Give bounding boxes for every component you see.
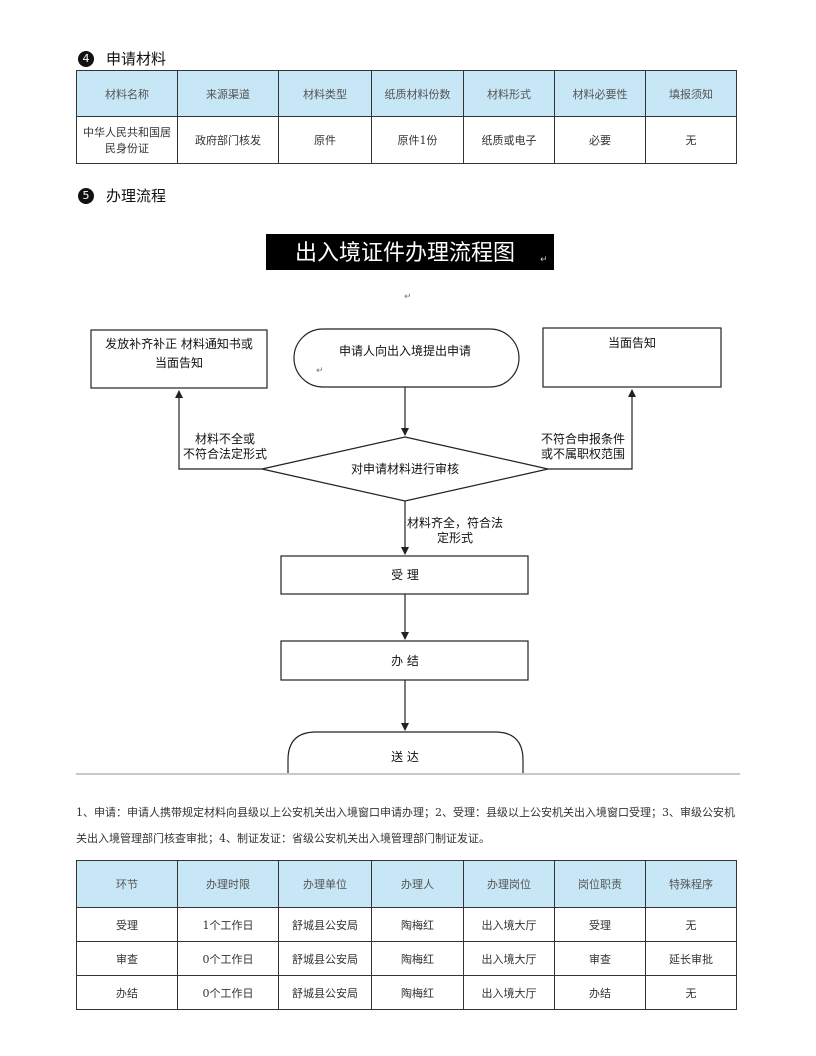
table-cell: 陶梅红 xyxy=(371,975,464,1010)
table-cell: 舒城县公安局 xyxy=(278,941,372,976)
section-title: 申请材料 xyxy=(106,50,167,68)
table-cell: 无 xyxy=(645,116,737,164)
branch-label-incomplete: 材料不全或 xyxy=(195,431,255,446)
table-cell: 0个工作日 xyxy=(177,941,279,976)
materials-table: 材料名称 来源渠道 材料类型 纸质材料份数 材料形式 材料必要性 填报须知 中华… xyxy=(76,70,737,164)
column-header: 材料必要性 xyxy=(554,70,646,117)
table-cell: 出入境大厅 xyxy=(463,975,555,1010)
section-heading-process: 5 办理流程 xyxy=(78,185,166,206)
table-cell: 舒城县公安局 xyxy=(278,907,372,942)
table-cell: 办结 xyxy=(554,975,646,1010)
table-cell: 纸质或电子 xyxy=(463,116,555,164)
column-header: 纸质材料份数 xyxy=(371,70,464,117)
start-terminator-text: 申请人向出入境提出申请 xyxy=(339,343,471,358)
step-accept-box xyxy=(280,555,529,595)
table-cell: 延长审批 xyxy=(645,941,737,976)
notice-box-text: 发放补齐补正 材料通知书或 xyxy=(105,336,253,351)
column-header: 办理岗位 xyxy=(463,860,555,908)
table-row: 受理 1个工作日 舒城县公安局 陶梅红 出入境大厅 受理 无 xyxy=(76,907,737,942)
table-cell: 出入境大厅 xyxy=(463,941,555,976)
table-cell: 审查 xyxy=(76,941,178,976)
start-terminator xyxy=(293,328,520,388)
step-deliver-text: 送 达 xyxy=(391,749,419,764)
table-cell: 舒城县公安局 xyxy=(278,975,372,1010)
table-row: 办结 0个工作日 舒城县公安局 陶梅红 出入境大厅 办结 无 xyxy=(76,975,737,1010)
table-cell: 必要 xyxy=(554,116,646,164)
column-header: 材料名称 xyxy=(76,70,178,117)
connector-arrow xyxy=(548,389,636,470)
table-cell: 原件1份 xyxy=(371,116,464,164)
table-cell: 受理 xyxy=(76,907,178,942)
column-header: 办理人 xyxy=(371,860,464,908)
flowchart-title: 出入境证件办理流程图 xyxy=(295,241,515,266)
process-description: 1、申请：申请人携带规定材料向县级以上公安机关出入境窗口申请办理；2、受理：县级… xyxy=(76,806,735,845)
column-header: 环节 xyxy=(76,860,178,908)
branch-label-ineligible: 不符合申报条件 xyxy=(541,431,625,446)
branch-label-incomplete: 不符合法定形式 xyxy=(183,446,267,461)
table-cell: 原件 xyxy=(278,116,372,164)
table-cell: 陶梅红 xyxy=(371,941,464,976)
table-cell: 中华人民共和国居民身份证 xyxy=(76,116,178,164)
table-cell: 受理 xyxy=(554,907,646,942)
column-header: 来源渠道 xyxy=(177,70,279,117)
table-cell: 1个工作日 xyxy=(177,907,279,942)
flowchart-title-banner xyxy=(266,234,554,270)
column-header: 特殊程序 xyxy=(645,860,737,908)
table-row: 审查 0个工作日 舒城县公安局 陶梅红 出入境大厅 审查 延长审批 xyxy=(76,941,737,976)
column-header: 材料形式 xyxy=(463,70,555,117)
branch-label-ineligible: 或不属职权范围 xyxy=(541,447,625,461)
table-header-row: 环节 办理时限 办理单位 办理人 办理岗位 岗位职责 特殊程序 xyxy=(76,860,737,908)
column-header: 岗位职责 xyxy=(554,860,646,908)
table-cell: 政府部门核发 xyxy=(177,116,279,164)
table-cell: 陶梅红 xyxy=(371,907,464,942)
table-cell: 无 xyxy=(645,907,737,942)
table-row: 中华人民共和国居民身份证 政府部门核发 原件 原件1份 纸质或电子 必要 无 xyxy=(76,116,737,164)
step-deliver-terminator xyxy=(287,731,524,773)
column-header: 办理单位 xyxy=(278,860,372,908)
step-conclude-text: 办 结 xyxy=(391,653,419,668)
branch-label-pass: 定形式 xyxy=(437,530,473,545)
column-header: 材料类型 xyxy=(278,70,372,117)
paragraph-mark: ↵ xyxy=(316,366,324,376)
section-number-badge: 4 xyxy=(78,50,94,67)
immediate-notice-text: 当面告知 xyxy=(608,336,656,350)
section-title: 办理流程 xyxy=(106,187,167,205)
page-divider xyxy=(76,773,740,775)
column-header: 填报须知 xyxy=(645,70,737,117)
notice-box xyxy=(90,329,268,389)
paragraph-mark: ↵ xyxy=(540,255,548,265)
connector-arrow xyxy=(175,390,262,470)
table-header-row: 材料名称 来源渠道 材料类型 纸质材料份数 材料形式 材料必要性 填报须知 xyxy=(76,70,737,117)
table-cell: 审查 xyxy=(554,941,646,976)
table-cell: 出入境大厅 xyxy=(463,907,555,942)
section-number-badge: 5 xyxy=(78,187,94,204)
branch-label-pass: 材料齐全，符合法 xyxy=(407,515,503,530)
process-table: 环节 办理时限 办理单位 办理人 办理岗位 岗位职责 特殊程序 受理 1个工作日… xyxy=(76,860,737,1010)
notice-box-text: 当面告知 xyxy=(155,356,203,370)
table-cell: 0个工作日 xyxy=(177,975,279,1010)
column-header: 办理时限 xyxy=(177,860,279,908)
paragraph-mark: ↵ xyxy=(404,292,412,302)
section-heading-materials: 4 申请材料 xyxy=(78,48,166,69)
immediate-notice-box xyxy=(542,327,722,388)
step-conclude-box xyxy=(280,640,529,681)
review-diamond-text: 对申请材料进行审核 xyxy=(351,461,459,476)
table-cell: 办结 xyxy=(76,975,178,1010)
table-cell: 无 xyxy=(645,975,737,1010)
flowchart: 出入境证件办理流程图 ↵ ↵ 发放补齐补正 材料通知书或 当面告知 申请人向出入… xyxy=(90,234,722,773)
step-accept-text: 受 理 xyxy=(391,568,419,582)
